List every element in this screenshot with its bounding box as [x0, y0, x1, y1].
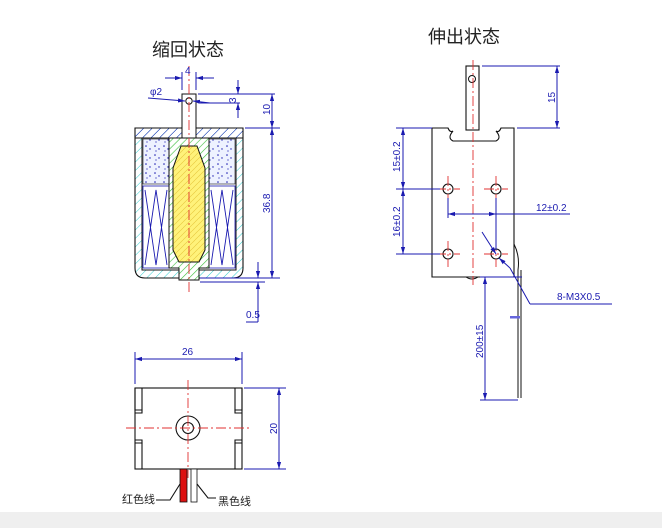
solenoid-housing-section: [134, 66, 244, 295]
black-wire: [190, 468, 198, 503]
dim-thread: 8-M3X0.5: [557, 292, 601, 303]
extended-title: 伸出状态: [428, 27, 500, 48]
dim-shaft-length: 10: [262, 103, 273, 115]
retracted-view: 缩回状态: [134, 40, 280, 323]
retracted-dimensions: 4 φ2 3 10 36.8 0.5: [147, 66, 280, 323]
bottom-dimensions: 26 20 红色线 黑色线: [122, 347, 286, 508]
dim-stroke: 15: [547, 91, 558, 103]
red-wire-label: 红色线: [122, 492, 155, 506]
footer-strip: [0, 512, 662, 528]
coil-left: [142, 185, 170, 269]
extended-view: 伸出状态 15 15±0: [392, 27, 612, 401]
bottom-view: 26 20 红色线 黑色线: [122, 347, 286, 508]
dim-hole-spacing-h: 12±0.2: [536, 203, 567, 214]
dim-gap: 0.5: [246, 310, 260, 321]
extended-dimensions: 15 15±0.2 16±0.2 12±0.2 8-M3X0.5 200±15: [392, 65, 612, 401]
retracted-title: 缩回状态: [152, 40, 224, 61]
dim-width: 26: [182, 347, 194, 358]
dim-hole-dia: φ2: [150, 87, 162, 98]
dim-height: 20: [269, 422, 280, 434]
black-wire-label: 黑色线: [218, 494, 251, 508]
wire-break-mark: [510, 316, 520, 319]
dim-body-height: 36.8: [262, 193, 273, 213]
red-wire: [179, 468, 188, 503]
solenoid-body-front: [431, 60, 522, 398]
dim-hole-offset: 3: [228, 97, 239, 103]
dim-hole-spacing-v: 16±0.2: [392, 206, 403, 237]
solenoid-body-bottom: [126, 380, 250, 503]
dim-lead-length: 200±15: [475, 324, 486, 358]
dim-hole-top: 15±0.2: [392, 141, 403, 172]
technical-drawing: 缩回状态: [122, 27, 612, 508]
dim-shaft-width: 4: [185, 66, 191, 77]
coil-right: [208, 185, 236, 269]
